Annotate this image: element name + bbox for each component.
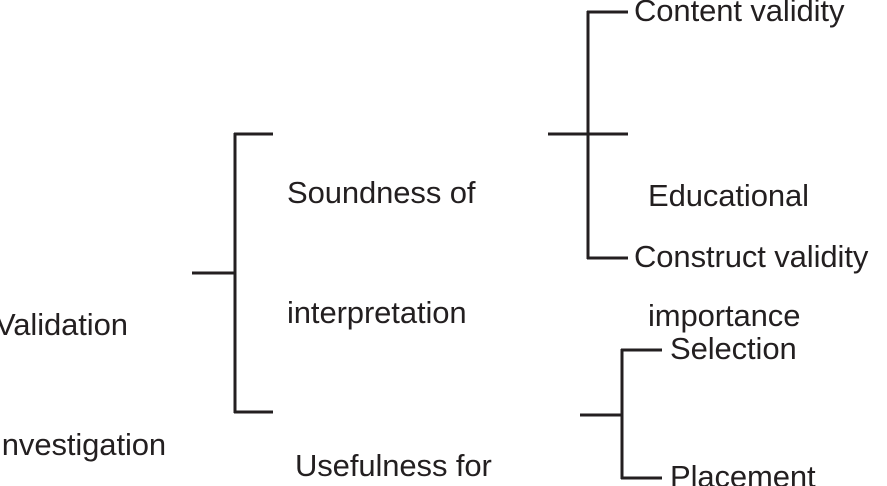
node-selection: Selection xyxy=(670,331,797,366)
node-construct-validity: Construct validity xyxy=(634,239,869,274)
node-placement: Placement xyxy=(670,459,816,486)
node-usefulness-for-decision-making: Usefulness for decision-making xyxy=(295,366,518,486)
node-soundness-of-interpretation: Soundness of interpretation xyxy=(287,93,475,413)
node-root-line2: investigation xyxy=(0,427,167,462)
node-educational-importance-line1: Educational xyxy=(648,178,809,213)
node-educational-importance-line2: importance xyxy=(648,298,801,333)
node-content-validity: Content validity xyxy=(634,0,845,28)
node-soundness-line1: Soundness of xyxy=(287,175,476,210)
node-root-line1: Validation xyxy=(0,307,128,342)
node-root-validation-investigation: Validation investigation xyxy=(0,225,166,486)
node-usefulness-line1: Usefulness for xyxy=(295,448,492,483)
node-educational-importance: Educational importance xyxy=(648,96,809,416)
node-soundness-line2: interpretation xyxy=(287,295,467,330)
